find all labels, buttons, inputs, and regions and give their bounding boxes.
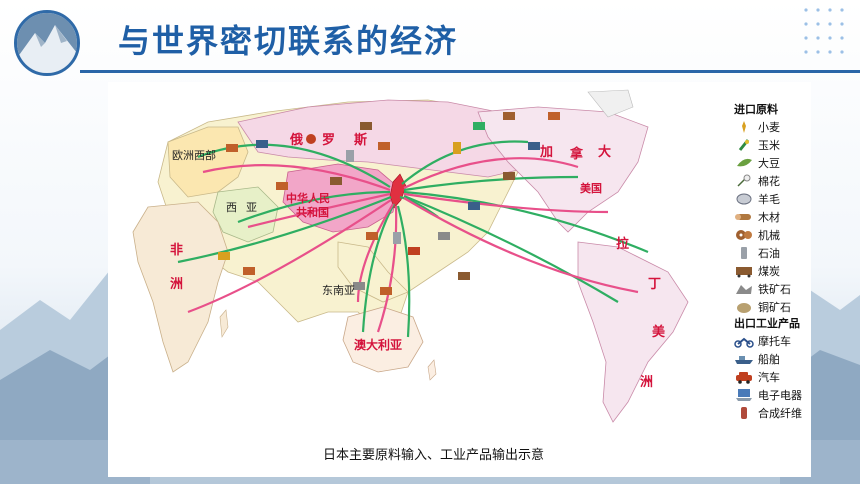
legend-item-motorcycle: 摩托车: [734, 332, 814, 350]
label-canada-1: 加: [540, 145, 554, 160]
ship-icon: [734, 352, 754, 366]
timber-icon: [734, 210, 754, 224]
header-logo-mountain: [14, 10, 80, 76]
legend-export-title: 出口工业产品: [734, 317, 800, 330]
wheat-icon: [734, 120, 754, 134]
cotton-icon: [734, 174, 754, 188]
region-japan: [389, 173, 407, 209]
motorcycle-icon: [734, 334, 754, 348]
label-russia-1: 俄: [290, 133, 304, 148]
world-map: [132, 89, 689, 423]
export-arrows: [187, 157, 639, 333]
import-arrows: [177, 140, 649, 338]
label-latin-america-2: 丁: [648, 277, 662, 292]
label-china-2: 共和国: [296, 206, 329, 219]
label-latin-america-4: 洲: [640, 375, 654, 390]
legend-item-wool: 羊毛: [734, 190, 814, 208]
label-russia-3: 斯: [354, 133, 368, 148]
coal-icon: [734, 264, 754, 278]
label-russia-2: 罗: [322, 133, 336, 148]
label-west-asia-1: 西: [226, 201, 237, 214]
legend-item-cotton: 棉花: [734, 172, 814, 190]
label-west-asia-2: 亚: [246, 201, 257, 214]
legend-item-oil: 石油: [734, 244, 814, 262]
region-west-asia: [212, 186, 279, 243]
legend-item-ship: 船舶: [734, 350, 814, 368]
legend-item-machinery: 机械: [734, 226, 814, 244]
legend-item-copper-ore: 铜矿石: [734, 298, 814, 316]
machinery-icon: [734, 228, 754, 242]
legend-item-wheat: 小麦: [734, 118, 814, 136]
legend-item-corn: 玉米: [734, 136, 814, 154]
label-canada-3: 大: [598, 145, 612, 160]
label-africa-2: 洲: [170, 277, 184, 292]
label-west-europe: 欧洲西部: [172, 149, 216, 162]
region-africa: [132, 201, 229, 373]
legend-import-title: 进口原料: [734, 103, 778, 116]
legend-item-car: 汽车: [734, 368, 814, 386]
synthetic-fiber-icon: [734, 406, 754, 420]
copper-ore-icon: [734, 300, 754, 314]
soybean-icon: [734, 156, 754, 170]
car-icon: [734, 370, 754, 384]
map-caption: 日本主要原料输入、工业产品输出示意: [323, 448, 545, 463]
decorative-dot-grid: [804, 8, 844, 54]
legend-item-timber: 木材: [734, 208, 814, 226]
label-australia: 澳大利亚: [354, 338, 403, 352]
electronics-icon: [734, 388, 754, 402]
label-canada-2: 拿: [570, 147, 584, 162]
label-africa-1: 非: [170, 243, 184, 258]
oil-icon: [734, 246, 754, 260]
wool-icon: [734, 192, 754, 206]
legend-item-electronics: 电子电器: [734, 386, 814, 404]
legend-item-coal: 煤炭: [734, 262, 814, 280]
label-china-1: 中华人民: [286, 192, 330, 205]
label-latin-america-1: 拉: [616, 237, 630, 252]
legend-item-soybean: 大豆: [734, 154, 814, 172]
iron-ore-icon: [734, 282, 754, 296]
label-latin-america-3: 美: [652, 325, 666, 340]
label-usa: 美国: [580, 182, 602, 195]
slide-title: 与世界密切联系的经济: [118, 22, 459, 60]
commodity-icons: [218, 112, 560, 295]
region-latin-america: [577, 241, 689, 423]
map-legend: 进口原料 小麦 玉米 大豆 棉花 羊毛 木材 机械: [734, 102, 814, 422]
label-southeast-asia: 东南亚: [322, 284, 355, 297]
header-divider: [80, 70, 860, 73]
legend-item-iron-ore: 铁矿石: [734, 280, 814, 298]
legend-item-synthetic-fiber: 合成纤维: [734, 404, 814, 422]
map-panel: 俄 罗 斯 欧洲西部 西 亚 中华人民 共和国 非 洲 东南亚 澳大利亚 加 拿…: [108, 82, 811, 477]
corn-icon: [734, 138, 754, 152]
